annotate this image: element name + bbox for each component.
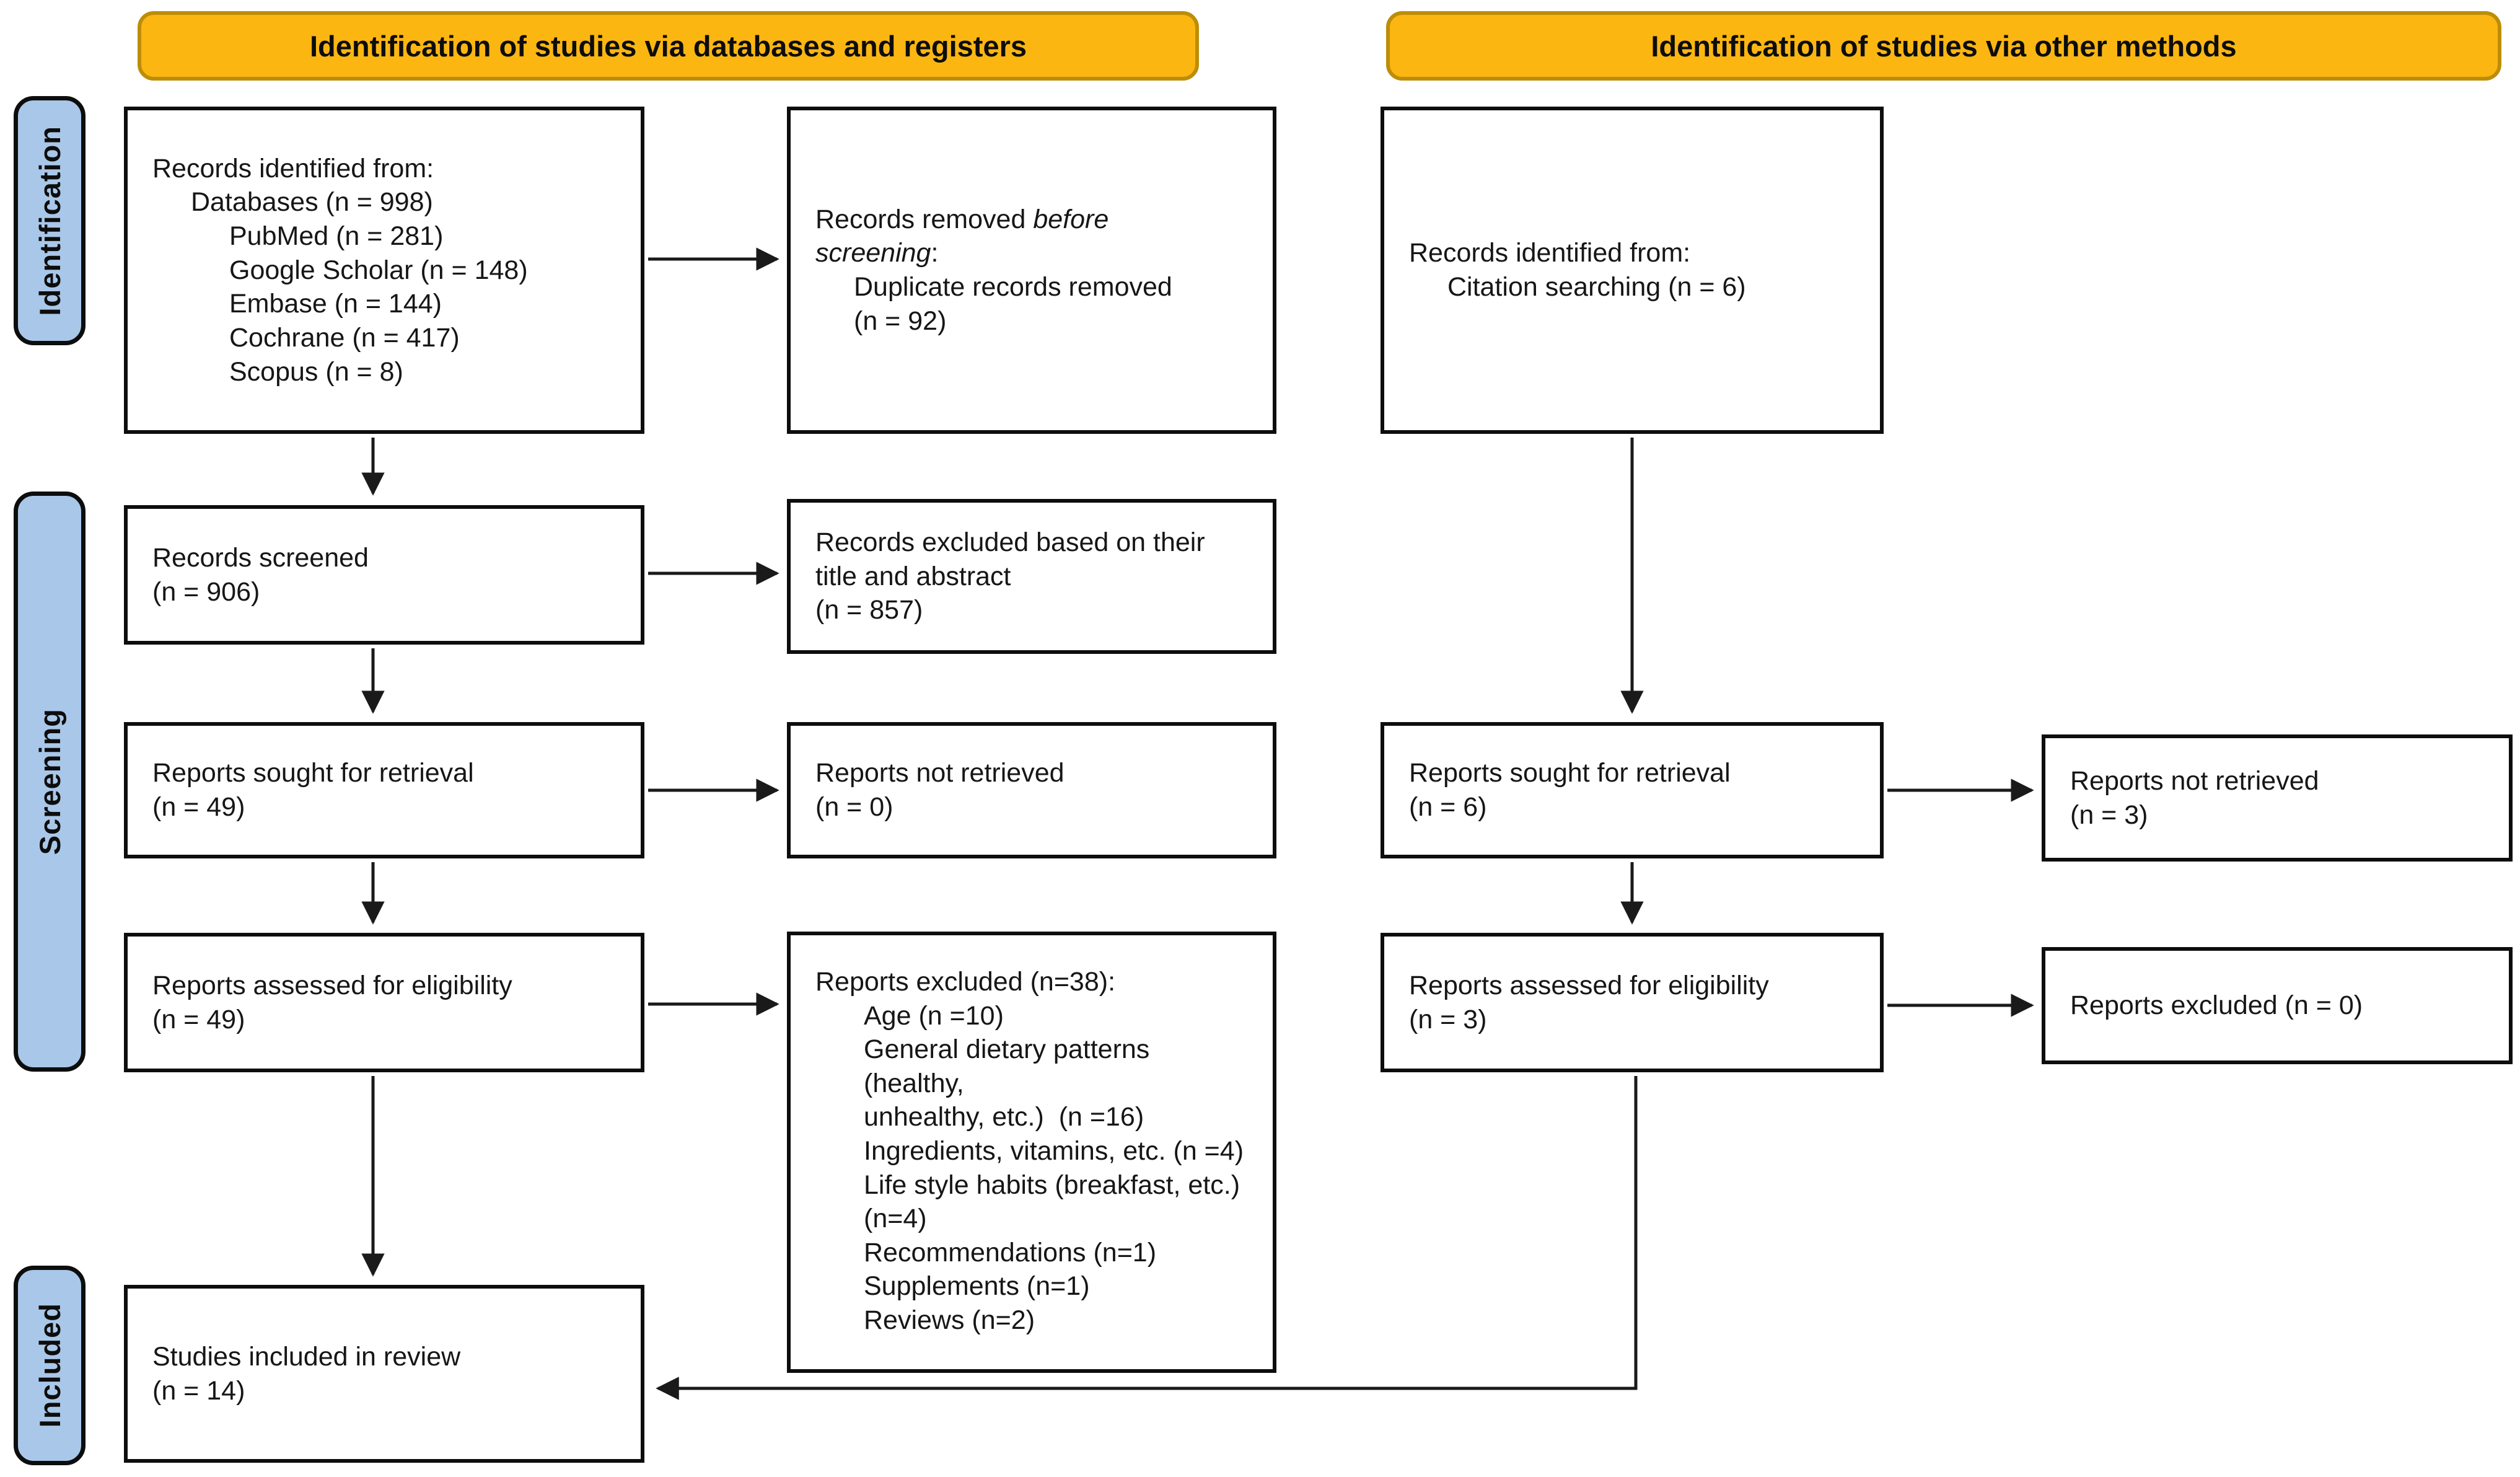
studies-included-line1: Studies included in review [152,1341,461,1372]
box-reports-assessed-other: Reports assessed for eligibility (n = 3) [1381,933,1884,1072]
reports-excluded-title: Reports excluded (n=38): [815,967,1116,997]
box-reports-not-retrieved-other: Reports not retrieved (n = 3) [2042,734,2513,862]
stage-included-label: Included [33,1303,66,1428]
reports-assessed-db-line1: Reports assessed for eligibility [152,970,512,1000]
exclusion-reason: Age (n =10) [864,1000,1004,1031]
stage-identification: Identification [14,96,86,345]
records-identified-other-line1: Records identified from: [1409,238,1691,268]
exclusion-reason: Reviews (n=2) [864,1305,1035,1336]
records-identified-line: Cochrane (n = 417) [229,322,460,353]
banner-other-methods-label: Identification of studies via other meth… [1651,29,2237,63]
records-excluded-line2: (n = 857) [815,595,923,625]
box-records-removed-before-screening: Records removed before screening: Duplic… [787,107,1276,434]
stage-identification-label: Identification [33,125,66,316]
records-screened-line2: (n = 906) [152,576,260,607]
reports-not-retrieved-other-line2: (n = 3) [2070,800,2148,830]
reports-assessed-db-line2: (n = 49) [152,1004,245,1034]
banner-databases-registers: Identification of studies via databases … [138,11,1199,81]
reports-excluded-other-line1: Reports excluded (n = 0) [2070,990,2363,1021]
exclusion-reason: Recommendations (n=1) [864,1237,1157,1268]
box-studies-included: Studies included in review (n = 14) [124,1285,644,1463]
box-reports-excluded-other: Reports excluded (n = 0) [2042,947,2513,1064]
box-records-identified-databases: Records identified from: Databases (n = … [124,107,644,434]
box-reports-sought-other: Reports sought for retrieval (n = 6) [1381,722,1884,858]
studies-included-line2: (n = 14) [152,1375,245,1406]
exclusion-reason: Life style habits (breakfast, etc.) (n=4… [864,1170,1240,1234]
stage-screening-label: Screening [33,708,66,855]
exclusion-reason: Ingredients, vitamins, etc. (n =4) [864,1136,1244,1166]
records-identified-other-line2: Citation searching (n = 6) [1447,272,1746,302]
reports-not-retrieved-db-line2: (n = 0) [815,792,893,822]
stage-included: Included [14,1266,86,1465]
reports-assessed-other-line1: Reports assessed for eligibility [1409,970,1769,1000]
box-records-excluded-title-abstract: Records excluded based on their title an… [787,499,1276,654]
banner-other-methods: Identification of studies via other meth… [1386,11,2501,81]
box-reports-sought-databases: Reports sought for retrieval (n = 49) [124,722,644,858]
records-excluded-line1: Records excluded based on their title an… [815,527,1205,591]
records-identified-line: Embase (n = 144) [229,289,442,319]
reports-sought-db-line1: Reports sought for retrieval [152,758,474,788]
exclusion-reason: Supplements (n=1) [864,1271,1090,1302]
records-identified-line: Scopus (n = 8) [229,356,403,387]
records-identified-line: Records identified from: [152,153,434,183]
records-removed-suffix: : [931,238,939,268]
records-removed-italic: before screening [815,204,1109,268]
reports-sought-other-line2: (n = 6) [1409,792,1487,822]
reports-sought-db-line2: (n = 49) [152,792,245,822]
box-reports-not-retrieved-databases: Reports not retrieved (n = 0) [787,722,1276,858]
records-removed-detail: Duplicate records removed (n = 92) [854,272,1172,336]
stage-screening: Screening [14,492,86,1072]
records-identified-line: Google Scholar (n = 148) [229,255,528,285]
exclusion-reason: General dietary patterns (healthy, unhea… [864,1034,1150,1132]
box-records-identified-other: Records identified from: Citation search… [1381,107,1884,434]
records-identified-line: Databases (n = 998) [191,187,433,218]
reports-assessed-other-line2: (n = 3) [1409,1004,1487,1034]
box-reports-excluded-reasons: Reports excluded (n=38): Age (n =10) Gen… [787,932,1276,1373]
box-records-screened: Records screened (n = 906) [124,505,644,645]
banner-databases-registers-label: Identification of studies via databases … [309,29,1027,63]
reports-not-retrieved-other-line1: Reports not retrieved [2070,765,2319,796]
records-identified-line: PubMed (n = 281) [229,221,444,252]
records-screened-line1: Records screened [152,542,369,573]
records-removed-title: Records removed before screening: [815,203,1254,270]
reports-not-retrieved-db-line1: Reports not retrieved [815,758,1065,788]
box-reports-assessed-databases: Reports assessed for eligibility (n = 49… [124,933,644,1072]
reports-sought-other-line1: Reports sought for retrieval [1409,758,1731,788]
records-removed-prefix: Records removed [815,204,1034,234]
